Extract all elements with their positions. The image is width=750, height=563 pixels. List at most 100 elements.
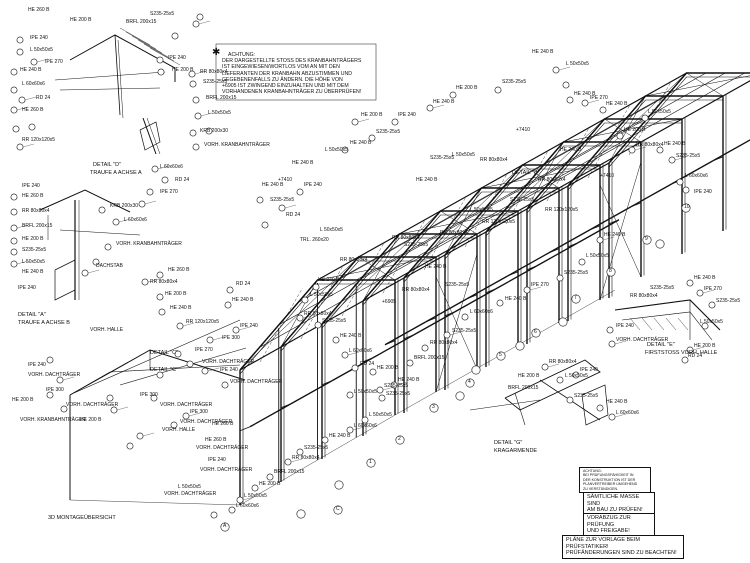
crane-runway-right <box>466 275 509 300</box>
crane-runway-right <box>589 206 632 231</box>
member-callout: VORH. DACHTRÄGER <box>180 419 233 425</box>
purlin <box>539 164 581 189</box>
member-callout: IPE 240 <box>240 323 258 329</box>
leader-line <box>614 340 627 345</box>
eave-beam-right <box>558 164 601 189</box>
leader-line <box>22 143 35 148</box>
leader-line <box>547 363 560 368</box>
member-callout: RR 80x80x4 <box>150 279 178 285</box>
member-callout: +7410 <box>516 127 531 133</box>
item-callout-bubble <box>566 396 574 404</box>
member-callout: L 50x50x5 <box>369 412 392 418</box>
item-callout-bubble <box>562 81 570 89</box>
member-callout: HE 260 B <box>22 107 44 113</box>
item-callout-bubble <box>556 376 564 384</box>
item-callout-bubble <box>16 48 24 56</box>
member-callout: RD 24 <box>360 361 375 367</box>
box1-line: AM BAU ZU PRÜFEN! <box>587 507 643 513</box>
roof-bracing <box>604 118 642 143</box>
axis-label: C <box>336 506 340 513</box>
member-callout: VORH. DACHTRÄGER <box>28 372 81 378</box>
member-callout: IPE 270 <box>590 95 608 101</box>
item-callout-bubble <box>112 218 120 226</box>
member-callout: L 50x50x5 <box>354 389 377 395</box>
purlin <box>338 256 381 280</box>
purlin <box>643 95 685 120</box>
member-callout: L 60x60x6 <box>470 309 493 315</box>
item-callout-bubble <box>641 114 649 122</box>
item-callout-bubble <box>421 344 429 352</box>
member-callout: KRB 200x30 <box>200 128 229 134</box>
leader-line <box>144 200 157 205</box>
item-callout-bubble <box>210 511 218 519</box>
crane-runway-right <box>507 252 550 277</box>
axis-label: 3 <box>432 404 435 411</box>
detail-a-purlin <box>59 229 141 236</box>
item-callout-bubble <box>378 394 386 402</box>
member-callout: RD 24 <box>36 95 51 101</box>
purlin <box>341 278 383 302</box>
item-callout-bubble <box>104 243 112 251</box>
item-callout-bubble <box>158 308 166 316</box>
item-callout-bubble <box>686 279 694 287</box>
item-callout-bubble <box>194 112 202 120</box>
existing-hall-purlin <box>119 347 247 386</box>
member-callout: HE 240 B <box>416 177 438 183</box>
axis-bubble <box>465 378 475 388</box>
member-callout: IPE 240 <box>22 183 40 189</box>
leader-line <box>432 104 445 109</box>
warn-line: DER KONSTRUKTION IST DER <box>583 477 636 482</box>
member-callout: RR 80x80x4 <box>430 340 458 346</box>
axis-label: 10 <box>684 204 690 211</box>
axis-label: 9 <box>645 236 648 243</box>
member-callout: S235-25x5 <box>574 393 599 399</box>
item-callout-bubble <box>226 286 234 294</box>
item-callout-bubble <box>368 134 376 142</box>
item-callout-bubble <box>284 458 292 466</box>
detail-d-title: DETAIL "D" <box>93 162 122 168</box>
item-callout-bubble <box>341 351 349 359</box>
eave-beam-right <box>517 187 560 212</box>
purlin <box>543 141 586 165</box>
axis-bubble <box>642 235 652 245</box>
member-callout: +7410 <box>600 173 615 179</box>
member-callout: RR 80x80x4 <box>440 230 468 236</box>
member-callout: RR 80x80x4 <box>549 359 577 365</box>
leader-line <box>347 351 360 356</box>
member-callout: L 50x50x5 <box>30 47 53 53</box>
member-callout: S235-25x5 <box>270 197 295 203</box>
item-callout-bubble <box>98 206 106 214</box>
member-callout: VORH. KRANBAHNTRÄGER <box>20 417 86 423</box>
item-callout-bubble <box>351 118 359 126</box>
item-callout-bubble <box>596 236 604 244</box>
member-callout: HE 200 B <box>361 112 383 118</box>
member-callout: VORH. KRANBAHNTRÄGER <box>204 142 270 148</box>
item-callout-bubble <box>332 336 340 344</box>
purlin <box>461 187 504 211</box>
detail-d-purlin <box>59 87 161 91</box>
member-callout: L 50x50x5 <box>178 484 201 490</box>
detail-d-roofing <box>149 47 181 66</box>
crane-runway-right <box>425 298 468 323</box>
eave-beam-left <box>403 254 446 279</box>
purlin <box>418 210 461 235</box>
ridge-purlin <box>440 187 482 212</box>
eave-beam-right <box>640 118 683 143</box>
member-callout: L 60x60x6 <box>349 348 372 354</box>
member-callout: BRFL 200x15 <box>22 223 53 229</box>
crane-runway-left <box>413 311 456 336</box>
leader-line <box>614 413 627 418</box>
item-callout-bubble <box>443 331 451 339</box>
eave-beam-right <box>681 95 724 120</box>
item-callout-bubble <box>192 96 200 104</box>
asterisk-icon: ✱ <box>212 47 221 58</box>
member-callout: TRL. 260x20 <box>300 237 329 243</box>
eave-beam-left <box>567 162 610 187</box>
warning-line: +6905 IST ZWINGEND EINZUHALTEN UND MIT D… <box>222 83 349 90</box>
crane-runway-left <box>249 403 292 428</box>
item-callout-bubble <box>708 301 716 309</box>
member-callout: L 60x60x6 <box>236 503 259 509</box>
leader-line <box>157 165 170 170</box>
axis-label: A <box>223 523 227 530</box>
crane-runway-right <box>630 183 673 208</box>
